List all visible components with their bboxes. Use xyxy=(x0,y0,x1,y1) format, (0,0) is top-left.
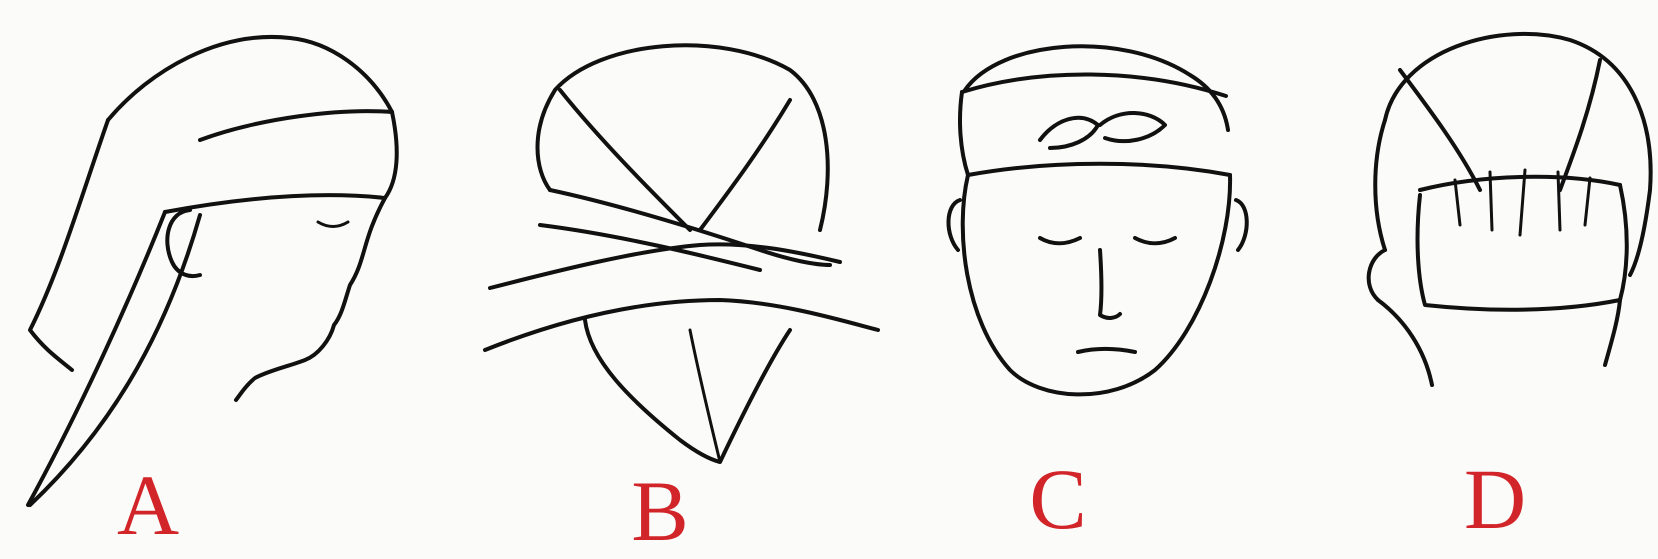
panel-c-band-left xyxy=(960,92,968,175)
panel-c-nose xyxy=(1100,250,1120,318)
panel-c-knot-right xyxy=(1100,113,1165,141)
panel-label-a: A xyxy=(117,462,179,548)
panel-c-band-top xyxy=(962,74,1226,96)
panel-d-head-left xyxy=(1375,120,1385,250)
panel-c-ear-left xyxy=(948,200,960,250)
panel-b-illustration xyxy=(485,45,878,462)
panel-b-strap-left xyxy=(490,244,840,288)
panel-c-knot-left xyxy=(1040,118,1098,148)
panel-a-tail-outer xyxy=(30,120,108,370)
panel-label-b: B xyxy=(631,468,688,554)
panel-d-fold-left xyxy=(1400,70,1480,190)
panel-d-gather-pleat-4 xyxy=(1558,172,1560,230)
panel-a-eye xyxy=(318,222,348,227)
panel-b-tail-fold xyxy=(690,330,720,462)
panel-b-head-outline xyxy=(538,45,828,230)
panel-d-gather-pleat-1 xyxy=(1455,180,1460,225)
panel-c-eye-right xyxy=(1135,238,1175,243)
panel-d-illustration xyxy=(1369,34,1651,385)
panel-d-ear-left xyxy=(1369,250,1385,300)
panel-a-headband-line xyxy=(200,111,392,140)
panel-b-band-lower xyxy=(540,225,760,270)
panel-d-gather-pleat-5 xyxy=(1585,178,1590,225)
panel-c-ear-right xyxy=(1236,200,1247,250)
panel-d-head-outline xyxy=(1385,34,1651,275)
panel-a-bandage-crown xyxy=(108,37,392,120)
panel-c-mouth xyxy=(1078,349,1135,352)
panel-b-lower-bag xyxy=(585,320,790,462)
panel-d-neck-left xyxy=(1378,300,1432,385)
panel-a-face xyxy=(236,198,385,400)
panel-label-d: D xyxy=(1464,456,1526,542)
panel-c-eye-left xyxy=(1040,238,1080,243)
panel-a-bandage-front-edge xyxy=(165,112,397,212)
panel-d-gather-pleat-3 xyxy=(1520,170,1525,235)
panel-a-illustration xyxy=(28,37,397,505)
panel-c-face xyxy=(963,175,1230,394)
panel-d-fold-right xyxy=(1560,60,1600,190)
panel-c-illustration xyxy=(948,46,1246,394)
panel-b-strap-right xyxy=(485,300,878,350)
panel-b-fold-right xyxy=(700,100,790,230)
panel-c-cap xyxy=(965,46,1228,130)
panel-label-c: C xyxy=(1029,456,1086,542)
panel-c-band-bottom xyxy=(968,164,1230,175)
panel-d-gather-pleat-2 xyxy=(1490,172,1492,230)
panel-d-neck-right xyxy=(1605,300,1620,365)
